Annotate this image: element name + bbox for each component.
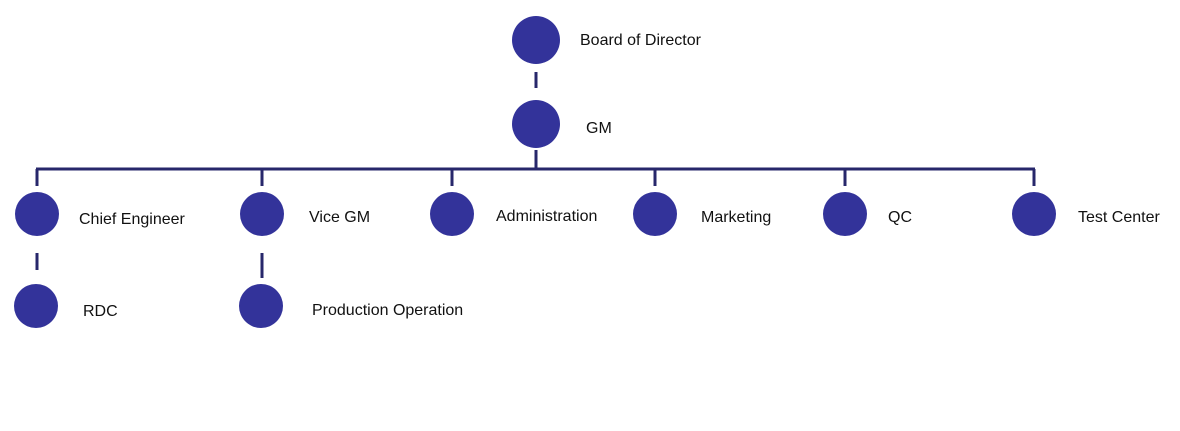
node-test-center-label: Test Center	[1078, 209, 1160, 226]
connectors	[35, 72, 1036, 278]
node-qc-label: QC	[888, 209, 912, 226]
node-marketing-label: Marketing	[701, 209, 771, 226]
node-board-label: Board of Director	[580, 32, 702, 49]
labels: Board of Director GM Chief Engineer Vice…	[79, 32, 1160, 320]
node-chief-engineer-circle	[15, 192, 59, 236]
node-marketing-circle	[633, 192, 677, 236]
nodes	[14, 16, 1056, 328]
node-gm-label: GM	[586, 120, 612, 137]
node-administration-circle	[430, 192, 474, 236]
node-administration-label: Administration	[496, 208, 597, 225]
node-vice-gm-label: Vice GM	[309, 209, 370, 226]
node-rdc-circle	[14, 284, 58, 328]
node-test-center-circle	[1012, 192, 1056, 236]
node-vice-gm-circle	[240, 192, 284, 236]
node-production-operation-label: Production Operation	[312, 302, 463, 319]
node-gm-circle	[512, 100, 560, 148]
node-rdc-label: RDC	[83, 303, 118, 320]
node-production-operation-circle	[239, 284, 283, 328]
node-board-circle	[512, 16, 560, 64]
node-qc-circle	[823, 192, 867, 236]
node-chief-engineer-label: Chief Engineer	[79, 211, 186, 228]
